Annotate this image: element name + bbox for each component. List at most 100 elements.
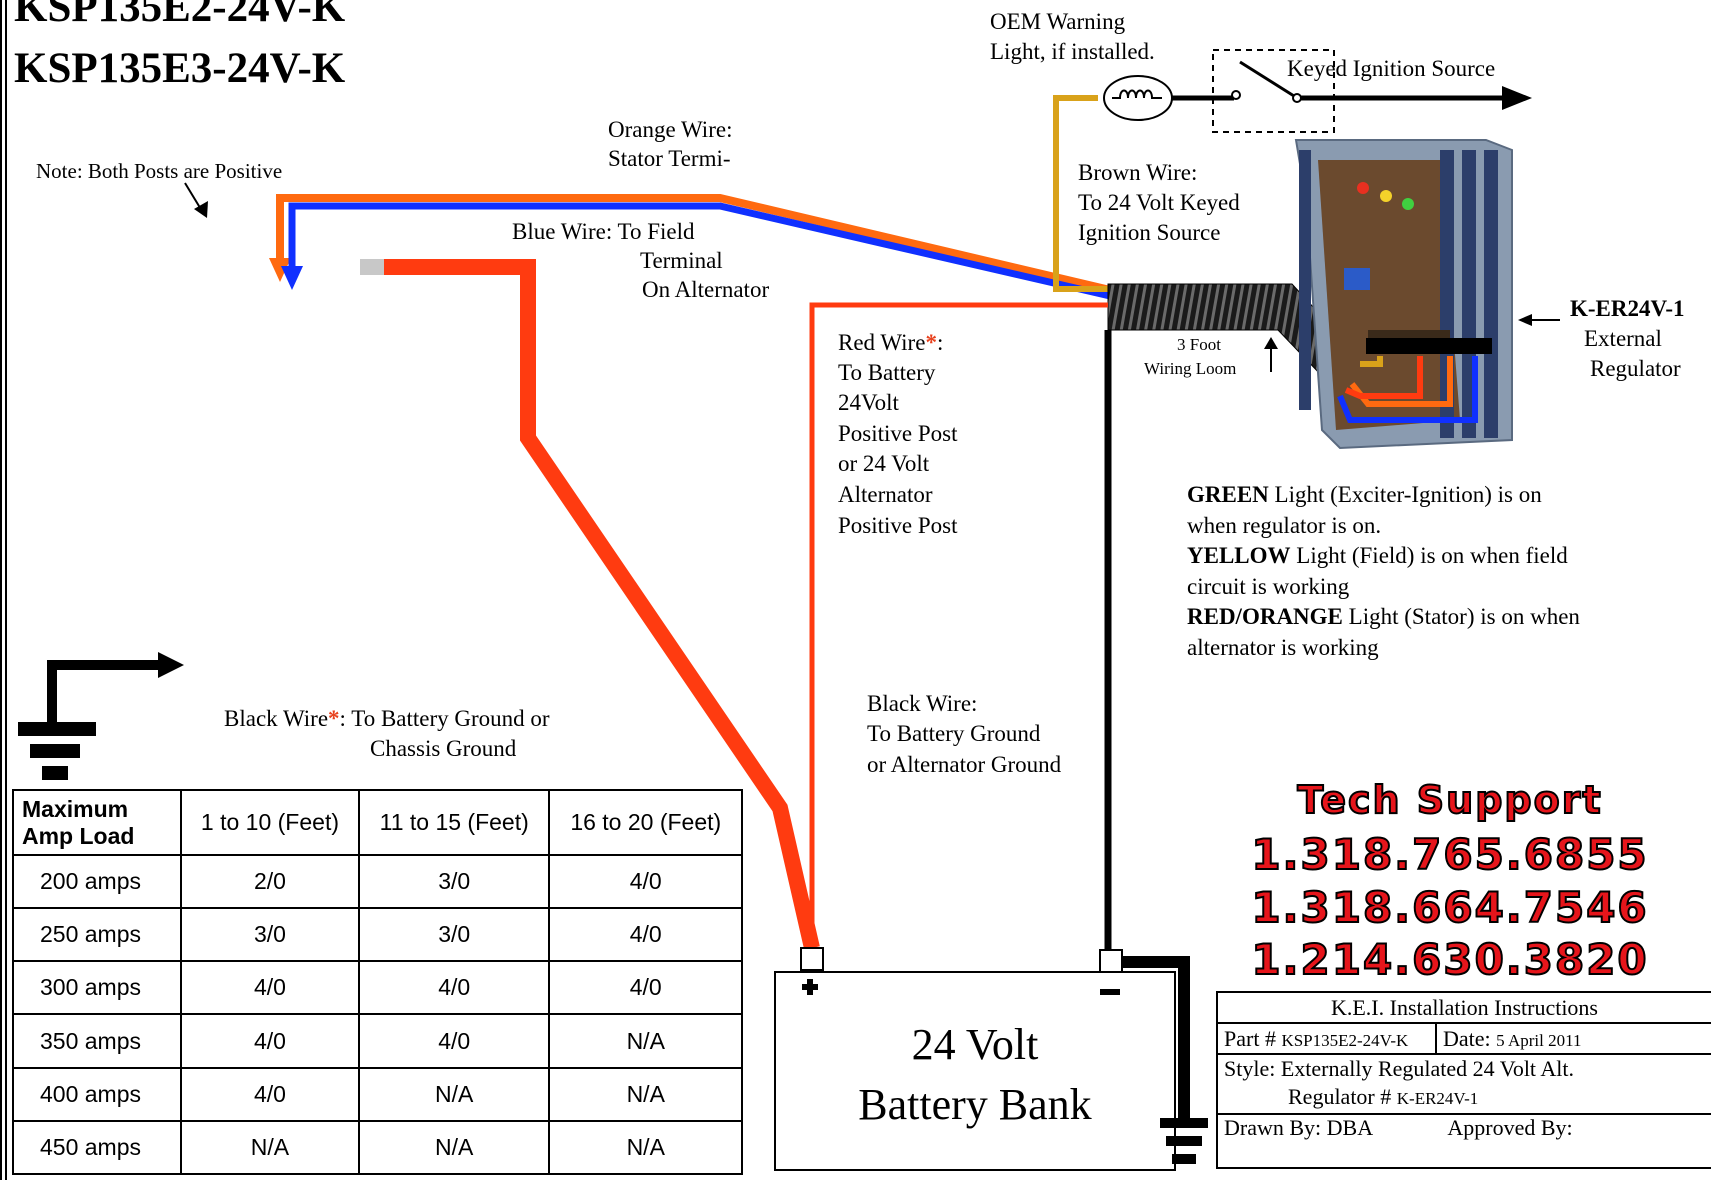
green-light-cont: when regulator is on. (1187, 513, 1382, 538)
tech-support-phone-3: 1.214.630.3820 (1250, 934, 1649, 985)
keyed-ignition-label: Keyed Ignition Source (1287, 56, 1496, 81)
table-cell: 450 amps (12, 1119, 182, 1176)
approved-by: Approved By: (1447, 1115, 1573, 1140)
blue-wire-label-1: Blue Wire: To Field (512, 219, 695, 244)
table-cell: N/A (548, 1119, 743, 1176)
table-cell: 4/0 (180, 1013, 360, 1069)
external-regulator (1294, 139, 1513, 450)
loom-label-2: Wiring Loom (1144, 359, 1237, 378)
table-cell: N/A (548, 1013, 743, 1069)
green-light-bold: GREEN (1187, 482, 1269, 507)
red-light-cont: alternator is working (1187, 635, 1379, 660)
style-text: Style: Externally Regulated 24 Volt Alt. (1224, 1056, 1574, 1081)
red-wire-label-1: Red Wire*: (838, 327, 943, 358)
page-title-line1: KSP135E2-24V-K (14, 0, 346, 31)
black-wire-left-label-1: Black Wire*: To Battery Ground or (224, 703, 550, 734)
loom-label-1: 3 Foot (1177, 335, 1221, 354)
table-header-1-10: 1 to 10 (Feet) (180, 789, 360, 856)
yellow-light-cont: circuit is working (1187, 574, 1350, 599)
title-block-row: Part # KSP135E2-24V-K Date: 5 April 2011 (1216, 1022, 1711, 1055)
battery-ground-wire (1122, 956, 1190, 1118)
table-cell: 200 amps (12, 853, 182, 910)
blue-wire-arrow-icon (281, 266, 303, 290)
black-wire-right-label-3: or Alternator Ground (867, 752, 1062, 777)
table-header-row: Maximum Amp Load 1 to 10 (Feet) 11 to 15… (12, 789, 743, 856)
orange-wire-arrow-icon (269, 258, 291, 282)
brown-wire (1053, 95, 1112, 292)
table-cell: N/A (357, 1119, 551, 1176)
switch-dashed-box (1212, 49, 1335, 133)
switch-contact-left (1231, 90, 1241, 100)
yellow-light-desc: Light (Field) is on when field (1290, 543, 1568, 568)
part-value: KSP135E2-24V-K (1281, 1030, 1409, 1050)
date-value: 5 April 2011 (1496, 1030, 1582, 1050)
red-wire-asterisk: * (925, 330, 937, 355)
orange-wire (276, 194, 1111, 294)
red-wire-label-text: Red Wire (838, 330, 926, 355)
blue-wire-label-2: Terminal (640, 248, 723, 273)
table-cell: 4/0 (548, 960, 743, 1016)
table-cell: N/A (548, 1066, 743, 1122)
regulator-label: Regulator # (1288, 1084, 1397, 1109)
black-wire-left-asterisk: * (328, 706, 340, 731)
table-cell: N/A (357, 1066, 551, 1122)
note-label: Note: Both Posts are Positive (36, 159, 283, 183)
table-cell: 4/0 (357, 1013, 551, 1069)
regulator-value: K-ER24V-1 (1396, 1089, 1479, 1108)
regulator-red-lead (1344, 356, 1423, 399)
table-cell: 4/0 (357, 960, 551, 1016)
yellow-light-text: YELLOW Light (Field) is on when field (1187, 540, 1568, 571)
red-light-bold: RED/ORANGE (1187, 604, 1343, 629)
title-block-heading: K.E.I. Installation Instructions (1216, 991, 1711, 1024)
title-block-style: Style: Externally Regulated 24 Volt Alt.… (1216, 1053, 1711, 1115)
table-cell: 4/0 (548, 853, 743, 910)
table-header-16-20: 16 to 20 (Feet) (548, 789, 743, 856)
part-label: Part # (1224, 1025, 1282, 1051)
table-row: 450 amps N/A N/A N/A (12, 1119, 743, 1176)
negative-terminal (1099, 949, 1123, 973)
green-light-text: GREEN Light (Exciter-Ignition) is on (1187, 479, 1542, 510)
table-cell: 400 amps (12, 1066, 182, 1122)
black-wire-left-rest: : To Battery Ground or (339, 706, 550, 731)
battery-label-1: 24 Volt (911, 1020, 1039, 1069)
red-light-desc: Light (Stator) is on when (1342, 604, 1580, 629)
yellow-light-bold: YELLOW (1187, 543, 1291, 568)
switch-lever (1239, 60, 1295, 98)
table-row: 250 amps 3/0 3/0 4/0 (12, 907, 743, 963)
title-block-row: Drawn By: DBA Approved By: (1216, 1113, 1711, 1169)
page-title-line2: KSP135E3-24V-K (14, 45, 346, 92)
red-wire-regulator (809, 302, 1108, 948)
table-row: 200 amps 2/0 3/0 4/0 (12, 853, 743, 910)
red-wire-label-4: Positive Post (838, 421, 958, 446)
title-block-row: Style: Externally Regulated 24 Volt Alt.… (1216, 1053, 1711, 1115)
battery-bank (774, 971, 1176, 1171)
left-frame-border-inner (5, 0, 7, 1180)
regulator-label-1: K-ER24V-1 (1570, 296, 1685, 321)
regulator-yellow-lead (1360, 356, 1383, 367)
alternator-post-tip (360, 259, 384, 275)
ground-symbol-bar3 (1172, 1154, 1196, 1164)
drawn-by: Drawn By: DBA (1224, 1115, 1372, 1140)
title-block-row: K.E.I. Installation Instructions (1216, 991, 1711, 1024)
battery-label-2: Battery Bank (858, 1080, 1092, 1129)
date-label: Date: (1443, 1025, 1497, 1051)
table-cell: 2/0 (180, 853, 360, 910)
blue-wire (288, 202, 1111, 300)
note-arrow-icon (194, 201, 208, 218)
plus-icon-vertical (807, 979, 813, 995)
tech-support-phone-1: 1.318.765.6855 (1250, 829, 1649, 880)
table-cell: 4/0 (548, 907, 743, 963)
left-frame-border (0, 0, 2, 1180)
chassis-ground-icon (18, 652, 184, 780)
ground-symbol-bar1 (1160, 1118, 1208, 1128)
title-block-date: Date: 5 April 2011 (1435, 1022, 1711, 1055)
table-cell: 3/0 (180, 907, 360, 963)
black-wire-right-label-1: Black Wire: (867, 691, 978, 716)
positive-terminal (800, 947, 824, 971)
brown-wire-label-1: Brown Wire: (1078, 160, 1198, 185)
red-wire-label-7: Positive Post (838, 513, 958, 538)
wire-gauge-table: Maximum Amp Load 1 to 10 (Feet) 11 to 15… (12, 789, 743, 1176)
red-wire-label-3: 24Volt (838, 390, 899, 415)
red-wire-label-2: To Battery (838, 360, 936, 385)
table-row: 300 amps 4/0 4/0 4/0 (12, 960, 743, 1016)
